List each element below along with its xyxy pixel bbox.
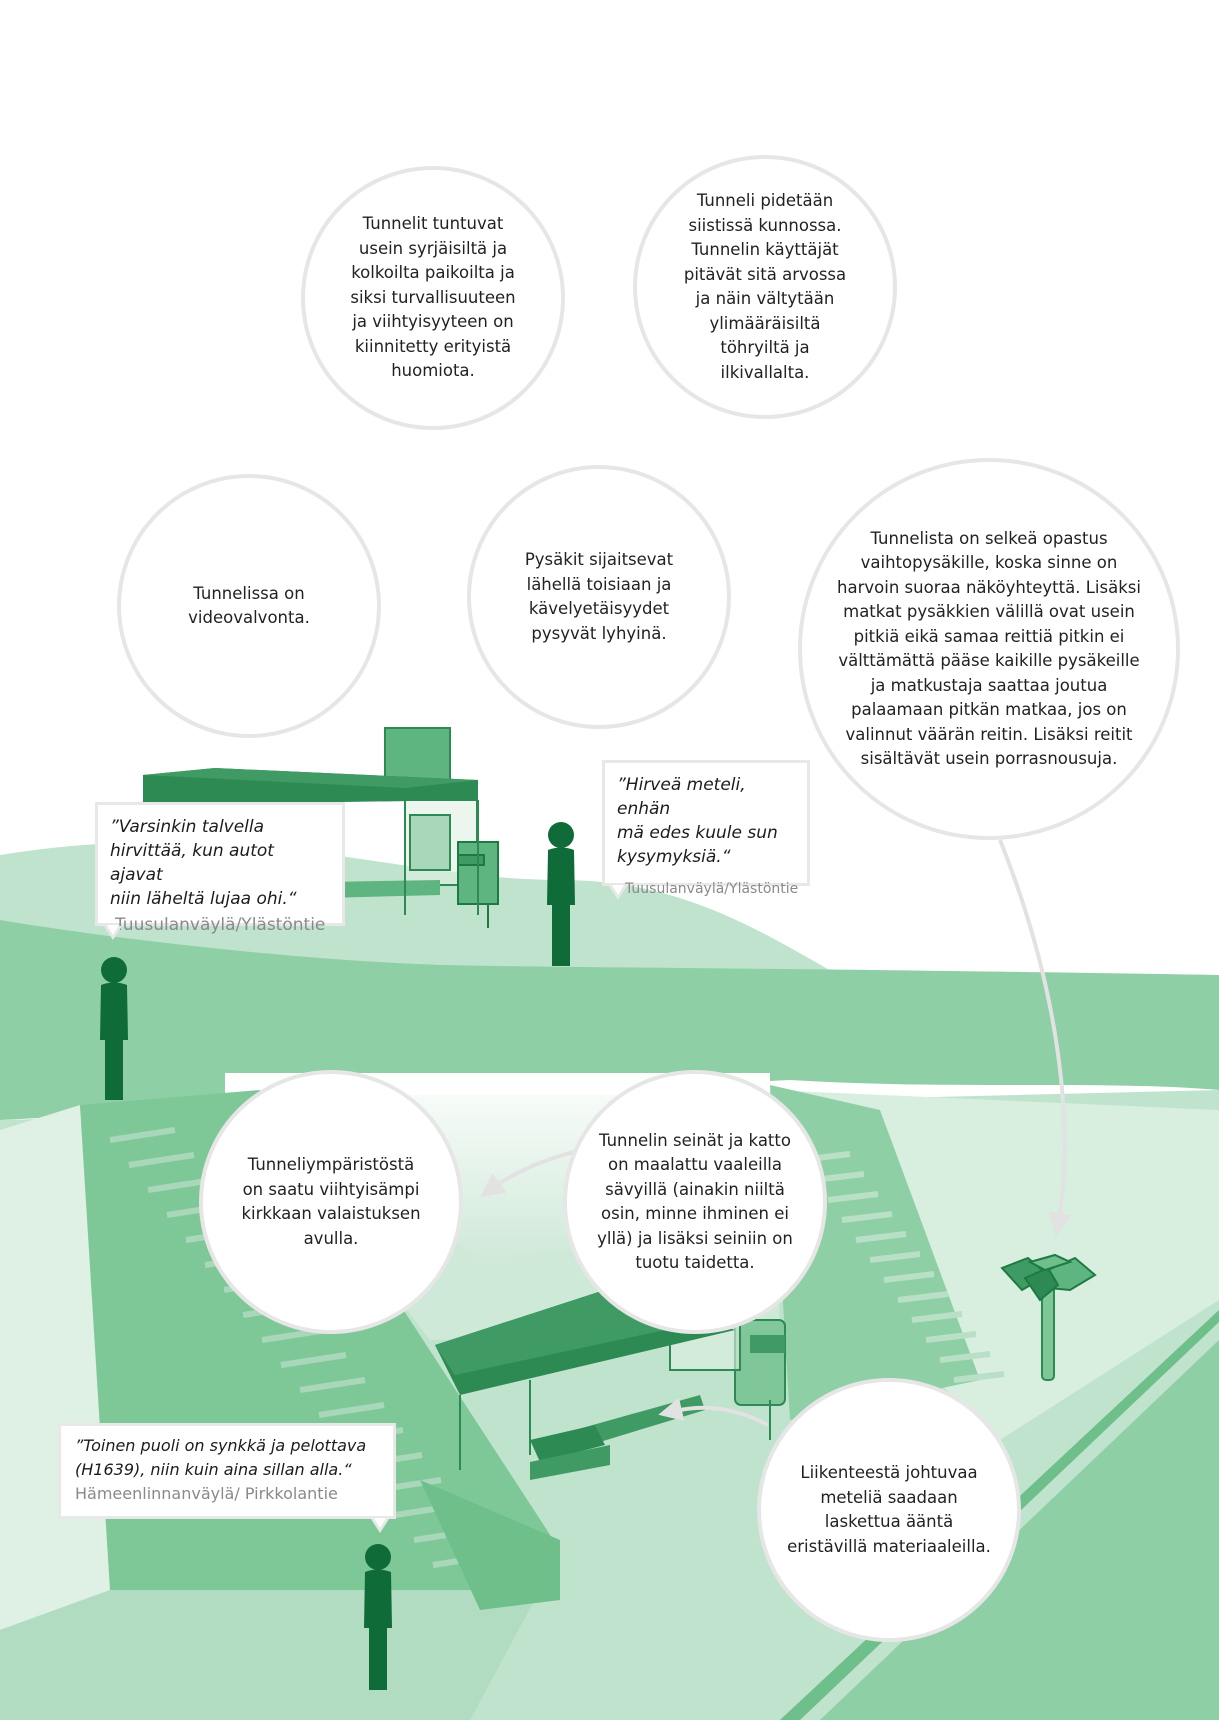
stair-step [855, 1231, 907, 1243]
bubble-signage: Tunnelista on selkeä opastus vaihtopysäk… [798, 458, 1180, 840]
person-lower [364, 1544, 392, 1690]
bubble-lighting: Tunneliympäristöstä on saatu viihtyisämp… [199, 1070, 463, 1334]
quote-noise: ”Hirveä meteli, enhän mä edes kuule sun … [602, 760, 810, 897]
bubble-text: Tunneli pidetään siistissä kunnossa. Tun… [683, 191, 847, 382]
stair-step [318, 1402, 385, 1418]
stair-step [897, 1291, 949, 1303]
bubble-text: Tunnelissa on videovalvonta. [188, 583, 310, 628]
bubble-video-surveillance: Tunnelissa on videovalvonta. [117, 474, 381, 738]
bubble-text: Liikenteestä johtuvaa meteliä saadaan la… [787, 1463, 991, 1556]
stair-step [299, 1377, 366, 1393]
stair-step [883, 1271, 935, 1283]
stair-step [869, 1251, 921, 1263]
bubble-wall-colors: Tunnelin seinät ja katto on maalattu vaa… [563, 1070, 827, 1334]
stair-step [827, 1191, 879, 1203]
upper-bus-shelter [143, 727, 499, 928]
quote-text: ”Varsinkin talvella hirvittää, kun autot… [110, 817, 297, 909]
stair-step [128, 1152, 195, 1168]
left-stair-side [420, 1480, 560, 1610]
bubble-text: Tunneliympäristöstä on saatu viihtyisämp… [241, 1155, 421, 1248]
stair-step [109, 1127, 176, 1143]
arrow-to-signpost [998, 839, 1072, 1237]
bubble-text: Tunnelin seinät ja katto on maalattu vaa… [597, 1130, 793, 1273]
quote-tail [609, 885, 627, 900]
bubble-text: Pysäkit sijaitsevat lähellä toisiaan ja … [524, 550, 674, 643]
quote-text: ”Toinen puoli on synkkä ja pelottava (H1… [75, 1436, 367, 1479]
bubble-stop-proximity: Pysäkit sijaitsevat lähellä toisiaan ja … [467, 465, 731, 729]
person-upper-middle [547, 822, 575, 966]
quote-under-bridge: ”Toinen puoli on synkkä ja pelottava (H1… [58, 1423, 396, 1519]
bubble-tunnel-cleanliness: Tunneli pidetään siistissä kunnossa. Tun… [633, 155, 897, 419]
bubble-text: Tunnelit tuntuvat usein syrjäisiltä ja k… [350, 214, 516, 381]
bubble-noise-insulation: Liikenteestä johtuvaa meteliä saadaan la… [757, 1378, 1021, 1642]
stair-step [953, 1371, 1005, 1383]
quote-source: Tuusulanväylä/Ylästöntie [115, 915, 326, 935]
bubble-text: Tunnelista on selkeä opastus vaihtopysäk… [837, 528, 1141, 769]
quote-tail [371, 1518, 389, 1533]
arrow-to-insulation [658, 1397, 769, 1427]
bubble-tunnel-safety: Tunnelit tuntuvat usein syrjäisiltä ja k… [301, 166, 565, 430]
lower-left-field [0, 1590, 540, 1720]
right-staircase-steps [799, 1151, 1005, 1383]
stair-step [280, 1352, 347, 1368]
quote-source: Tuusulanväylä/Ylästöntie [625, 881, 799, 897]
person-upper-left [100, 957, 128, 1100]
quote-tail [104, 925, 122, 940]
stair-step [939, 1351, 991, 1363]
quote-winter-traffic: ”Varsinkin talvella hirvittää, kun autot… [95, 802, 345, 935]
bridge-band [0, 920, 1219, 1120]
arrow-to-lighting [480, 1148, 583, 1198]
stair-step [841, 1211, 893, 1223]
stair-step [911, 1311, 963, 1323]
quote-text: ”Hirveä meteli, enhän mä edes kuule sun … [617, 775, 778, 867]
signpost [1000, 1253, 1097, 1381]
quote-source: Hämeenlinnanväylä/ Pirkkolantie [75, 1484, 338, 1503]
stair-step [925, 1331, 977, 1343]
